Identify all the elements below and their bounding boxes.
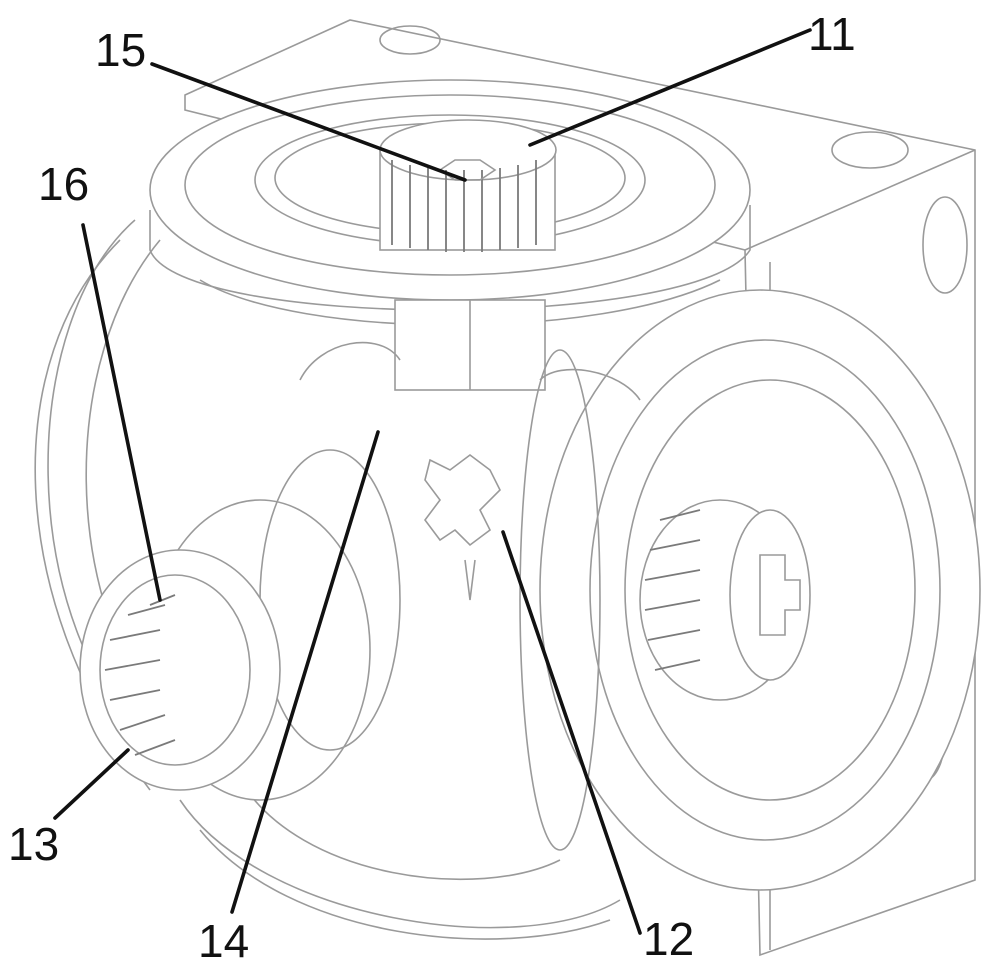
bevel-gears: [299, 341, 641, 601]
label-12: 12: [643, 913, 694, 965]
label-13: 13: [8, 818, 59, 870]
leader-15: [150, 62, 467, 182]
label-16: 16: [38, 158, 89, 210]
left-output-sleeve: [79, 449, 401, 801]
leader-12: [501, 530, 642, 935]
right-splined-shaft: [639, 499, 811, 701]
leader-16: [81, 223, 162, 602]
leader-13: [53, 748, 130, 820]
leader-11: [528, 28, 812, 147]
label-14: 14: [198, 915, 249, 967]
label-15: 15: [95, 24, 146, 76]
leader-14: [230, 430, 380, 914]
label-11: 11: [808, 8, 856, 60]
